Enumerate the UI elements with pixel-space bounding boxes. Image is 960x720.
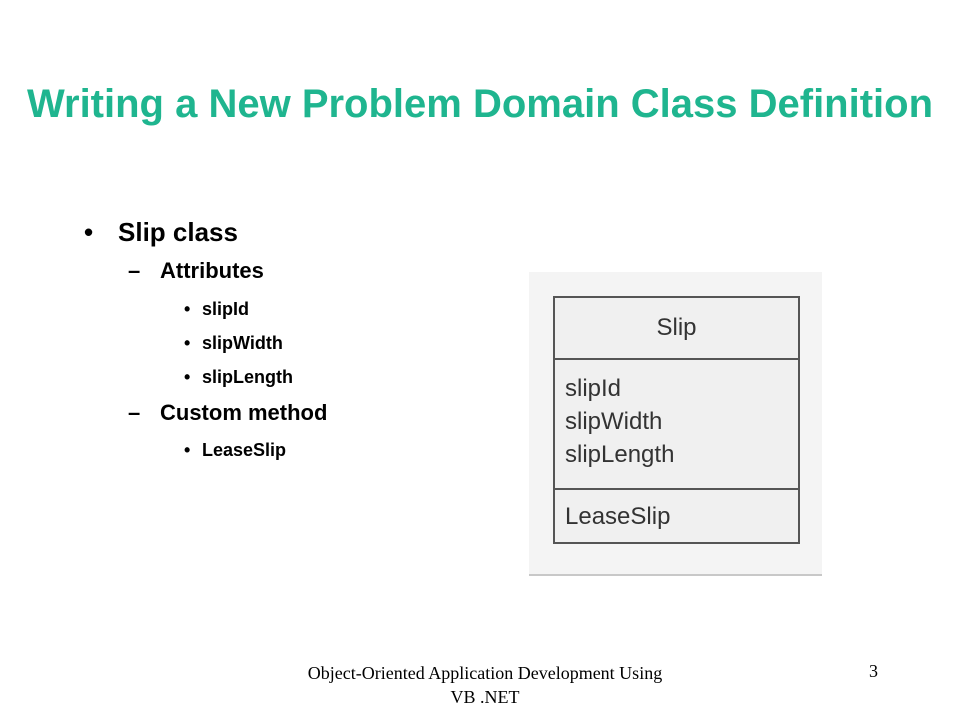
sub-bullet-text: Custom method	[160, 400, 328, 425]
bullet-text: Slip class	[118, 217, 238, 247]
uml-attribute: slipLength	[565, 441, 675, 468]
bullet-icon: •	[184, 299, 191, 319]
bullet-icon: •	[184, 440, 191, 460]
uml-class-diagram: Slip slipId slipWidth slipLength LeaseSl…	[553, 296, 800, 544]
bullet-icon: •	[184, 333, 191, 353]
bullet-icon: •	[84, 217, 94, 247]
uml-method: LeaseSlip	[565, 503, 671, 530]
footer-line: VB .NET	[450, 687, 520, 707]
attribute-text: slipId	[202, 299, 250, 319]
uml-attribute: slipId	[565, 375, 622, 402]
sub-bullet-text: Attributes	[160, 258, 264, 283]
footer-text: Object-Oriented Application Development …	[300, 661, 670, 709]
page-number: 3	[869, 661, 878, 681]
attribute-text: slipWidth	[202, 333, 283, 353]
uml-methods: LeaseSlip	[555, 490, 798, 532]
dash-icon: –	[128, 258, 141, 283]
footer-line: Object-Oriented Application Development …	[307, 663, 663, 683]
uml-class-name: Slip	[555, 298, 798, 360]
uml-attribute: slipWidth	[565, 408, 663, 435]
uml-attributes: slipId slipWidth slipLength	[555, 360, 798, 490]
dash-icon: –	[128, 400, 141, 425]
bullet-icon: •	[184, 367, 191, 387]
method-text: LeaseSlip	[202, 440, 287, 460]
attribute-text: slipLength	[202, 367, 293, 387]
slide-title: Writing a New Problem Domain Class Defin…	[26, 82, 934, 126]
uml-image-edge	[529, 574, 822, 576]
